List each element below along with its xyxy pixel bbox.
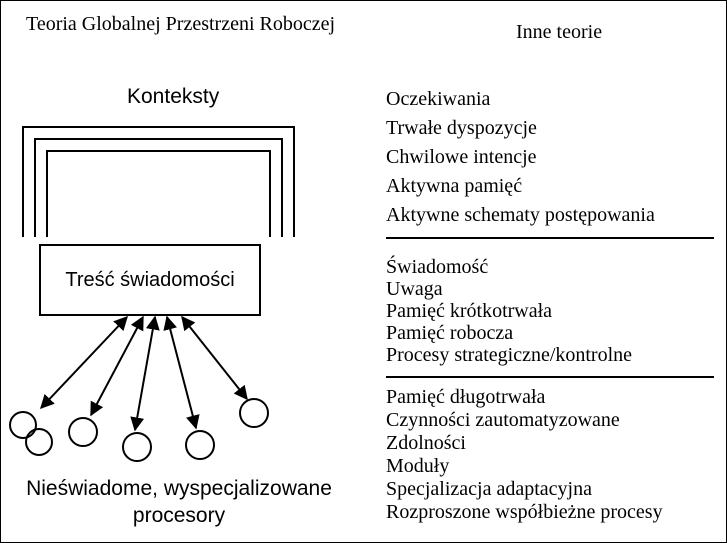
theory-list-item: Pamięć długotrwała — [386, 386, 546, 408]
context-frame-outer — [22, 126, 295, 237]
bidirectional-arrow — [163, 315, 200, 430]
contexts-label: Konteksty — [127, 85, 220, 108]
theory-list-item: Pamięć krótkotrwała — [386, 300, 553, 322]
unconscious-processors-label-line1: Nieświadome, wyspecjalizowane — [26, 477, 332, 500]
theory-list-item: Procesy strategiczne/kontrolne — [386, 344, 633, 366]
theory-list-item: Świadomość — [386, 256, 489, 278]
consciousness-content-box: Treść świadomości — [39, 244, 261, 316]
processor-circle — [68, 417, 98, 447]
theory-list-item: Chwilowe intencje — [386, 146, 537, 168]
group-divider-2 — [386, 376, 714, 378]
bidirectional-arrow — [40, 315, 128, 410]
theory-list-group-3: Pamięć długotrwała Czynności zautomatyzo… — [386, 386, 663, 524]
right-section-title: Inne teorie — [516, 21, 603, 43]
processor-circle — [185, 430, 215, 460]
processor-circle — [122, 432, 152, 462]
theory-list-group-2: Świadomość Uwaga Pamięć krótkotrwała Pam… — [386, 256, 632, 366]
theory-list-item: Rozproszone współbieżne procesy — [386, 501, 663, 523]
bidirectional-arrow — [130, 315, 160, 432]
theory-list-item: Specjalizacja adaptacyjna — [386, 478, 592, 500]
theory-list-item: Pamięć robocza — [386, 322, 514, 344]
theory-list-item: Aktywne schematy postępowania — [386, 204, 655, 226]
theory-list-item: Trwałe dyspozycje — [386, 117, 537, 139]
unconscious-processors-label-line2: procesory — [132, 504, 226, 527]
theory-list-item: Aktywna pamięć — [386, 175, 523, 197]
bidirectional-arrow — [181, 315, 248, 401]
theory-list-item: Moduły — [386, 455, 450, 477]
theory-list-item: Uwaga — [386, 278, 443, 300]
processor-circles — [9, 398, 269, 462]
theory-list-item: Czynności zautomatyzowane — [386, 409, 620, 431]
consciousness-content-label: Treść świadomości — [65, 268, 235, 291]
processor-circle — [9, 411, 37, 439]
bidirectional-arrow — [90, 315, 144, 417]
processor-circle — [239, 398, 269, 428]
theory-list-group-1: Oczekiwania Trwałe dyspozycje Chwilowe i… — [386, 85, 655, 230]
processor-circle — [25, 428, 53, 456]
context-frame-inner — [46, 150, 271, 237]
bidirectional-arrows — [40, 315, 248, 432]
group-divider-1 — [386, 237, 714, 239]
context-frames — [22, 126, 295, 237]
theory-list-item: Oczekiwania — [386, 88, 491, 110]
unconscious-processors-label: Nieświadome, wyspecjalizowane procesory — [3, 475, 355, 529]
context-frame-middle — [34, 138, 283, 237]
left-section-title: Teoria Globalnej Przestrzeni Roboczej — [26, 13, 336, 35]
theory-list-item: Zdolności — [386, 432, 466, 454]
